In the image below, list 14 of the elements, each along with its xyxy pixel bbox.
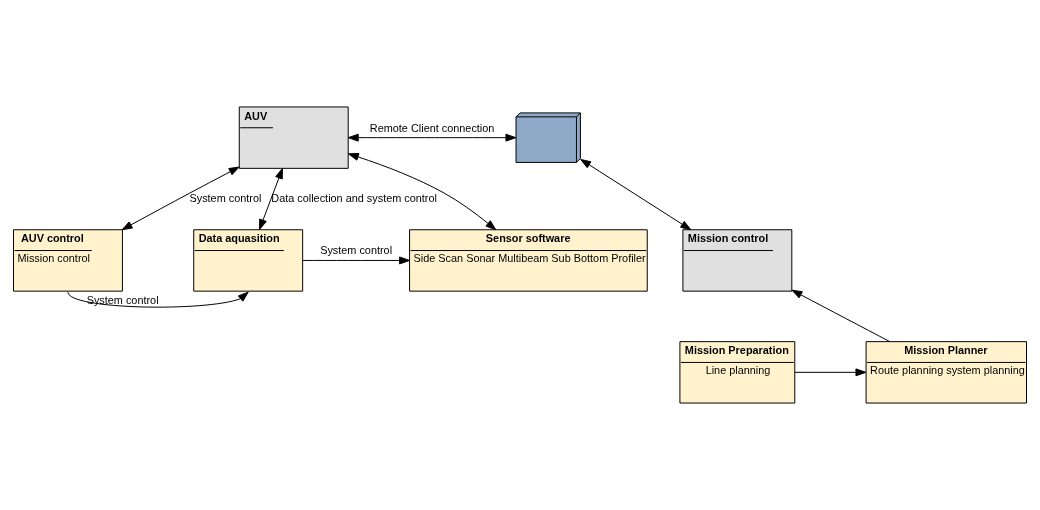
arrow	[794, 368, 867, 377]
edge-label: System control	[189, 191, 262, 204]
arrow	[121, 166, 240, 231]
arrow	[791, 289, 891, 343]
arrow	[348, 153, 497, 231]
arrow	[347, 133, 517, 142]
edge-label: Remote Client connection	[369, 121, 495, 134]
edge-label: System control	[86, 293, 159, 306]
arrow	[302, 256, 410, 265]
arrow	[580, 158, 692, 231]
edge-label: Data collection and system control	[271, 191, 437, 204]
arrow	[67, 291, 249, 308]
arrow	[258, 168, 283, 230]
edge-label: System control	[320, 244, 393, 257]
